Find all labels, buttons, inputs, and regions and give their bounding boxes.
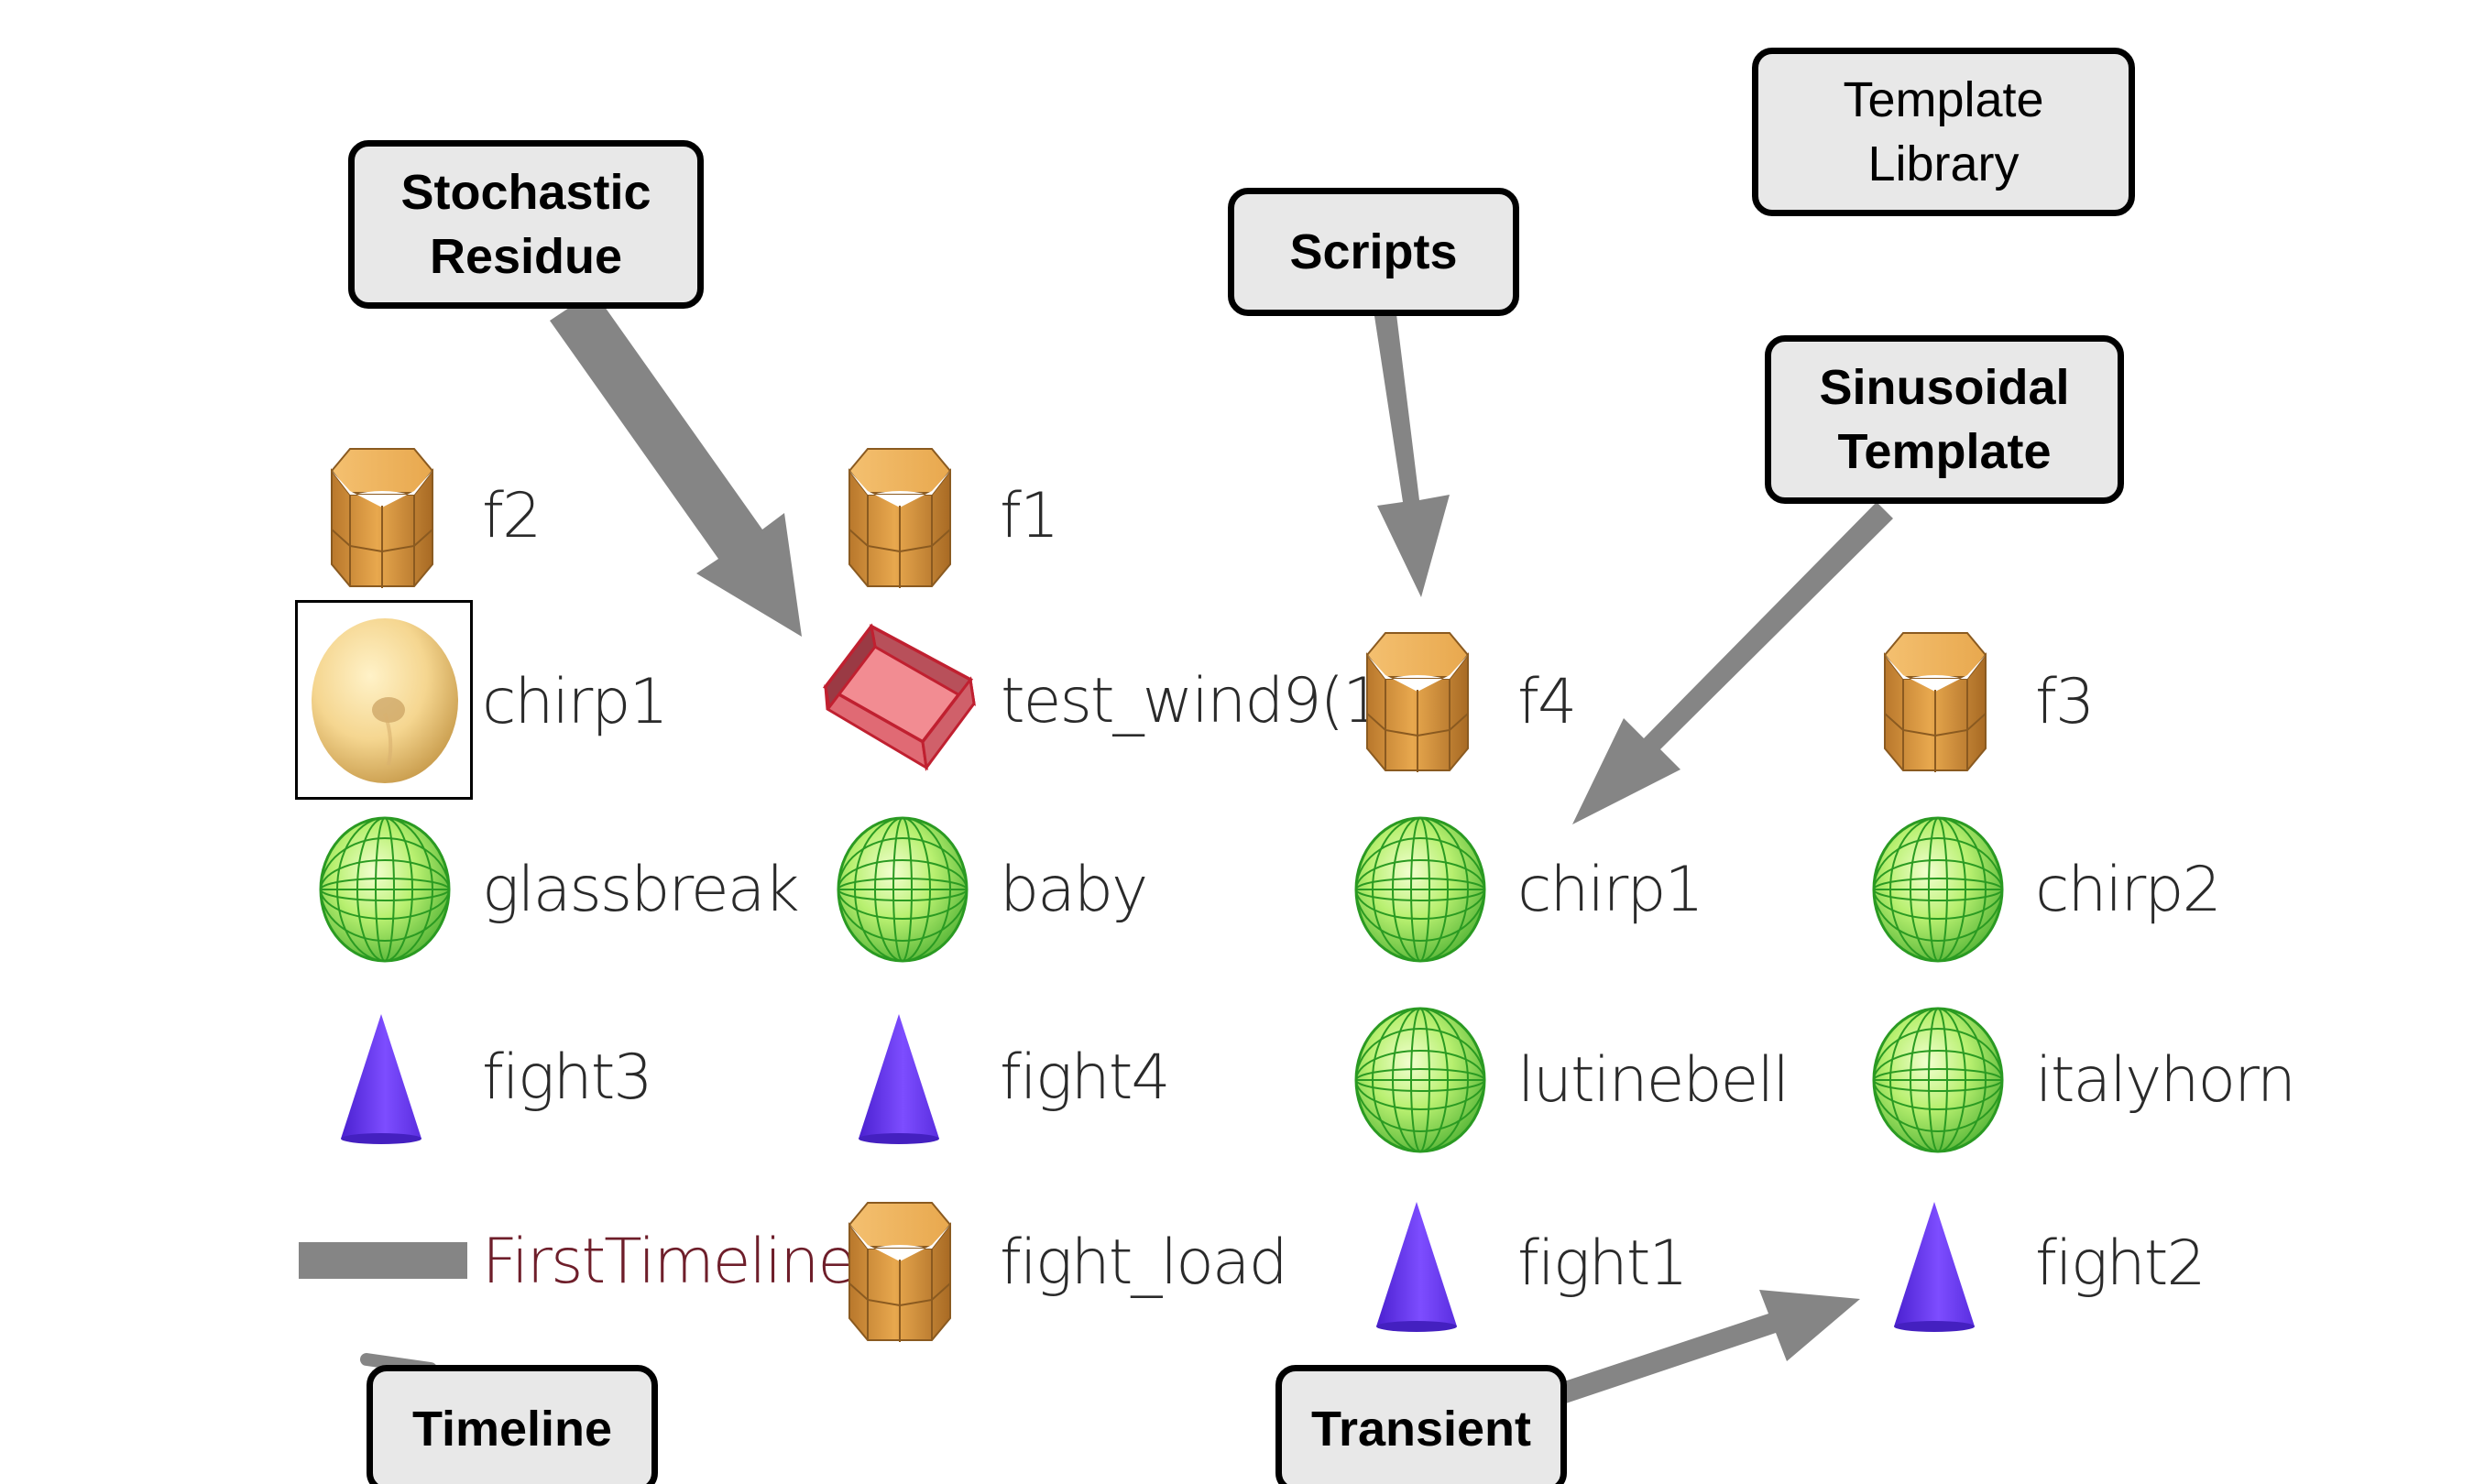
cylinder-icon [848, 1202, 951, 1343]
sphere-icon [1354, 816, 1486, 963]
template-item-chirp1[interactable]: chirp1 [1347, 806, 1713, 971]
cone-icon [1894, 1202, 1975, 1332]
item-label: fight_load [1000, 1227, 1288, 1299]
sphere-icon [1872, 1007, 2004, 1153]
item-label: f4 [1517, 666, 1577, 738]
arrow-transient [1553, 1290, 1860, 1405]
template-item-fight-load[interactable]: fight_load [829, 1186, 1288, 1351]
sphere-icon [1872, 816, 2004, 963]
template-item-lutinebell[interactable]: lutinebell [1347, 997, 1790, 1162]
item-label: baby [1000, 854, 1148, 926]
callout-timeline: Timeline [367, 1365, 658, 1484]
item-label: fight4 [1000, 1042, 1171, 1114]
arrow-scripts [1374, 314, 1450, 597]
template-item-f3[interactable]: f3 [1865, 618, 2140, 783]
cone-icon [341, 1014, 421, 1144]
item-label: chirp2 [2035, 854, 2222, 926]
item-label: italyhorn [2035, 1044, 2296, 1117]
callout-sinusoidal-template: Sinusoidal Template [1765, 335, 2124, 504]
item-label: fight2 [2035, 1228, 2206, 1300]
item-label: glassbreak [482, 854, 800, 926]
cone-icon [1376, 1202, 1457, 1332]
timeline-bar-icon [299, 1242, 467, 1279]
cube-icon [823, 623, 976, 771]
sphere-icon [1354, 1007, 1486, 1153]
template-item-f4[interactable]: f4 [1347, 618, 1622, 783]
cylinder-icon [848, 448, 951, 589]
template-item-first-timeline[interactable]: FirstTimeline [293, 1209, 856, 1319]
arrow-sinusoidal-template [1572, 502, 1893, 824]
template-item-glassbreak[interactable]: glassbreak [312, 806, 800, 971]
template-item-baby[interactable]: baby [829, 806, 1196, 971]
item-label: fight3 [482, 1042, 653, 1114]
template-item-fight1[interactable]: fight1 [1347, 1191, 1713, 1337]
item-label: test_wind9(1) [1001, 665, 1405, 737]
callout-scripts: Scripts [1228, 188, 1519, 316]
callout-template-library: Template Library [1752, 48, 2135, 216]
template-item-fight4[interactable]: fight4 [829, 1003, 1196, 1150]
template-item-test-wind9[interactable]: test_wind9(1) [820, 614, 1405, 788]
template-item-italyhorn[interactable]: italyhorn [1865, 997, 2296, 1162]
template-item-fight3[interactable]: fight3 [312, 1003, 678, 1150]
arrow-stochastic-residue [550, 291, 802, 637]
callout-stochastic-residue: Stochastic Residue [348, 140, 704, 309]
item-label: fight1 [1517, 1228, 1689, 1300]
item-label: chirp1 [482, 666, 669, 738]
item-label: f3 [2035, 666, 2095, 738]
template-item-chirp2[interactable]: chirp2 [1865, 806, 2231, 971]
item-label: f2 [482, 480, 542, 552]
item-label: chirp1 [1517, 854, 1704, 926]
torus-icon [312, 618, 458, 783]
template-item-fight2[interactable]: fight2 [1865, 1191, 2231, 1337]
cone-icon [859, 1014, 939, 1144]
callout-transient: Transient [1275, 1365, 1567, 1484]
template-item-f2[interactable]: f2 [312, 431, 586, 595]
item-label: lutinebell [1517, 1044, 1790, 1117]
selection-box [295, 600, 473, 800]
item-label: FirstTimeline [482, 1226, 856, 1298]
template-item-chirp1-selected[interactable]: chirp1 [293, 600, 678, 802]
template-item-f1[interactable]: f1 [829, 431, 1104, 595]
sphere-icon [319, 816, 451, 963]
sphere-icon [837, 816, 969, 963]
cylinder-icon [331, 448, 433, 589]
cylinder-icon [1884, 632, 1987, 773]
cylinder-icon [1366, 632, 1469, 773]
item-label: f1 [1000, 480, 1059, 552]
